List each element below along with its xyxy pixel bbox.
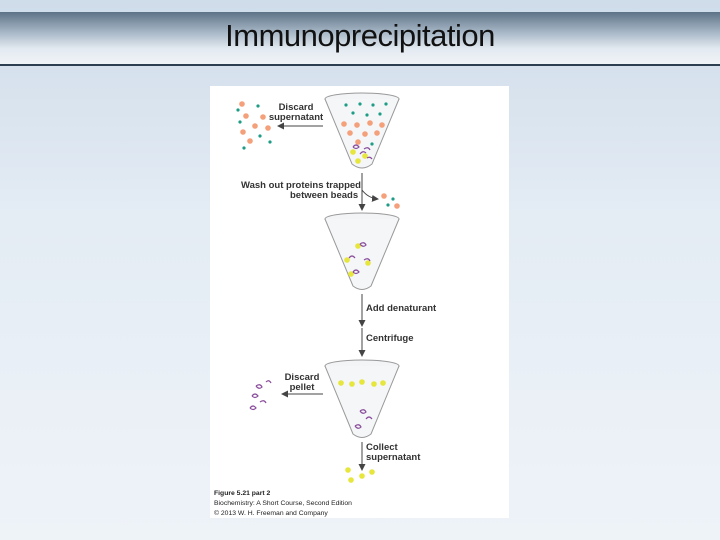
figure-panel: Discard supernatant Wash out proteins tr… (210, 86, 509, 518)
figure-caption-number: Figure 5.21 part 2 (214, 490, 271, 497)
discarded-supernatant-particles (236, 101, 272, 150)
label-collect: Collect (366, 442, 399, 453)
slide-title: Immunoprecipitation (225, 18, 495, 53)
label-add-denaturant: Add denaturant (366, 303, 437, 314)
label-discard-pellet: pellet (290, 382, 316, 393)
figure-caption-book: Biochemistry: A Short Course, Second Edi… (214, 500, 352, 507)
discarded-pellet-antibodies (249, 380, 272, 411)
label-centrifuge: Centrifuge (366, 333, 414, 344)
label-between-beads: between beads (290, 190, 358, 201)
label-collect-supernatant: supernatant (366, 452, 421, 463)
tube-2-beads (344, 242, 371, 277)
title-bar (0, 12, 720, 66)
tube-2 (324, 212, 400, 290)
label-discard-1: Discard (279, 102, 314, 113)
tube-3 (324, 359, 400, 438)
label-discard-2: Discard (285, 372, 320, 383)
immunoprecipitation-diagram: Discard supernatant Wash out proteins tr… (214, 92, 437, 517)
collected-beads (345, 467, 375, 483)
tube-1-contents (341, 102, 388, 164)
wash-out-arrow (361, 189, 379, 202)
label-discard-supernatant: supernatant (269, 112, 324, 123)
figure-caption-copyright: © 2013 W. H. Freeman and Company (214, 509, 328, 517)
tube-1 (324, 92, 400, 169)
label-wash-out: Wash out proteins trapped (241, 180, 361, 191)
tube-3-contents (338, 379, 386, 429)
washed-out-particles (381, 193, 400, 209)
